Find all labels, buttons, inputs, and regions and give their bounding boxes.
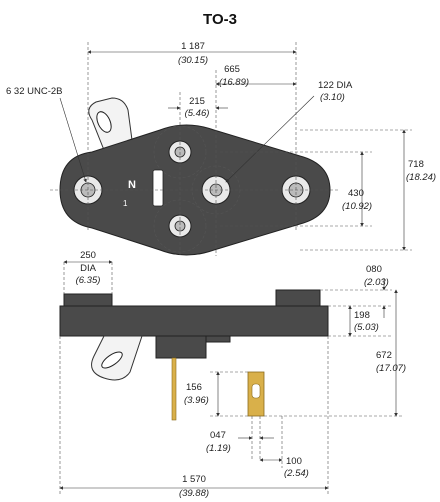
dim-height-top: 718	[408, 159, 424, 170]
top-view: N 1 1 187 (30.15) 665 (16.89) 215 (5.46)…	[6, 41, 436, 256]
header-block	[155, 335, 207, 359]
dim-flange-thk-mm: (2.03)	[364, 277, 389, 288]
dim-height-top-mm: (18.24)	[406, 172, 436, 183]
dim-hole-offset-mm: (16.89)	[219, 77, 249, 88]
dim-body-thk: 198	[354, 310, 370, 321]
polarity-mark: N	[128, 179, 136, 191]
dim-lead-spacing-mm: (2.54)	[284, 468, 309, 479]
dim-overall-len-mm: (39.88)	[179, 488, 209, 499]
dim-body-thk-mm: (5.03)	[354, 322, 379, 333]
dim-lead-dia: 047	[210, 430, 226, 441]
dim-lead-len-mm: (3.96)	[184, 395, 209, 406]
dim-wrench-dia: 250	[80, 250, 96, 261]
dim-wrench-dia-mm: (6.35)	[76, 275, 101, 286]
dim-overall-len: 1 570	[182, 474, 206, 485]
dim-lead-dia-mm: (1.19)	[206, 443, 231, 454]
dim-flange-thk: 080	[366, 264, 382, 275]
stud-left	[63, 293, 113, 307]
dim-overall-ht-mm: (17.07)	[376, 363, 406, 374]
dim-pin-dia-mm: (3.10)	[320, 92, 345, 103]
dim-height-mid-mm: (10.92)	[342, 201, 372, 212]
side-flange	[59, 305, 329, 337]
dim-lead-spacing: 100	[286, 456, 302, 467]
svg-text:1: 1	[123, 199, 128, 208]
dim-hole-offset: 665	[224, 64, 240, 75]
dim-height-mid: 430	[348, 188, 364, 199]
dim-pin-spacing: 215	[189, 96, 205, 107]
dim-pin-dia: 122 DIA	[318, 80, 353, 91]
dim-wrench-dia-label: DIA	[80, 263, 97, 274]
lug-slot	[96, 111, 112, 133]
lead-pin	[171, 357, 177, 421]
dim-overall-ht: 672	[376, 350, 392, 361]
side-view: 250 DIA (6.35) 080 (2.03) 198 (5.03)	[59, 250, 406, 499]
dim-overall-hole-span-mm: (30.15)	[178, 55, 208, 66]
index-slot	[152, 169, 164, 207]
stud-right	[275, 289, 321, 307]
dim-pin-spacing-mm: (5.46)	[185, 108, 210, 119]
dim-overall-hole-span: 1 187	[181, 41, 205, 52]
thread-label: 6 32 UNC-2B	[6, 86, 63, 97]
package-title: TO-3	[203, 11, 237, 28]
dim-lead-len: 156	[186, 382, 202, 393]
